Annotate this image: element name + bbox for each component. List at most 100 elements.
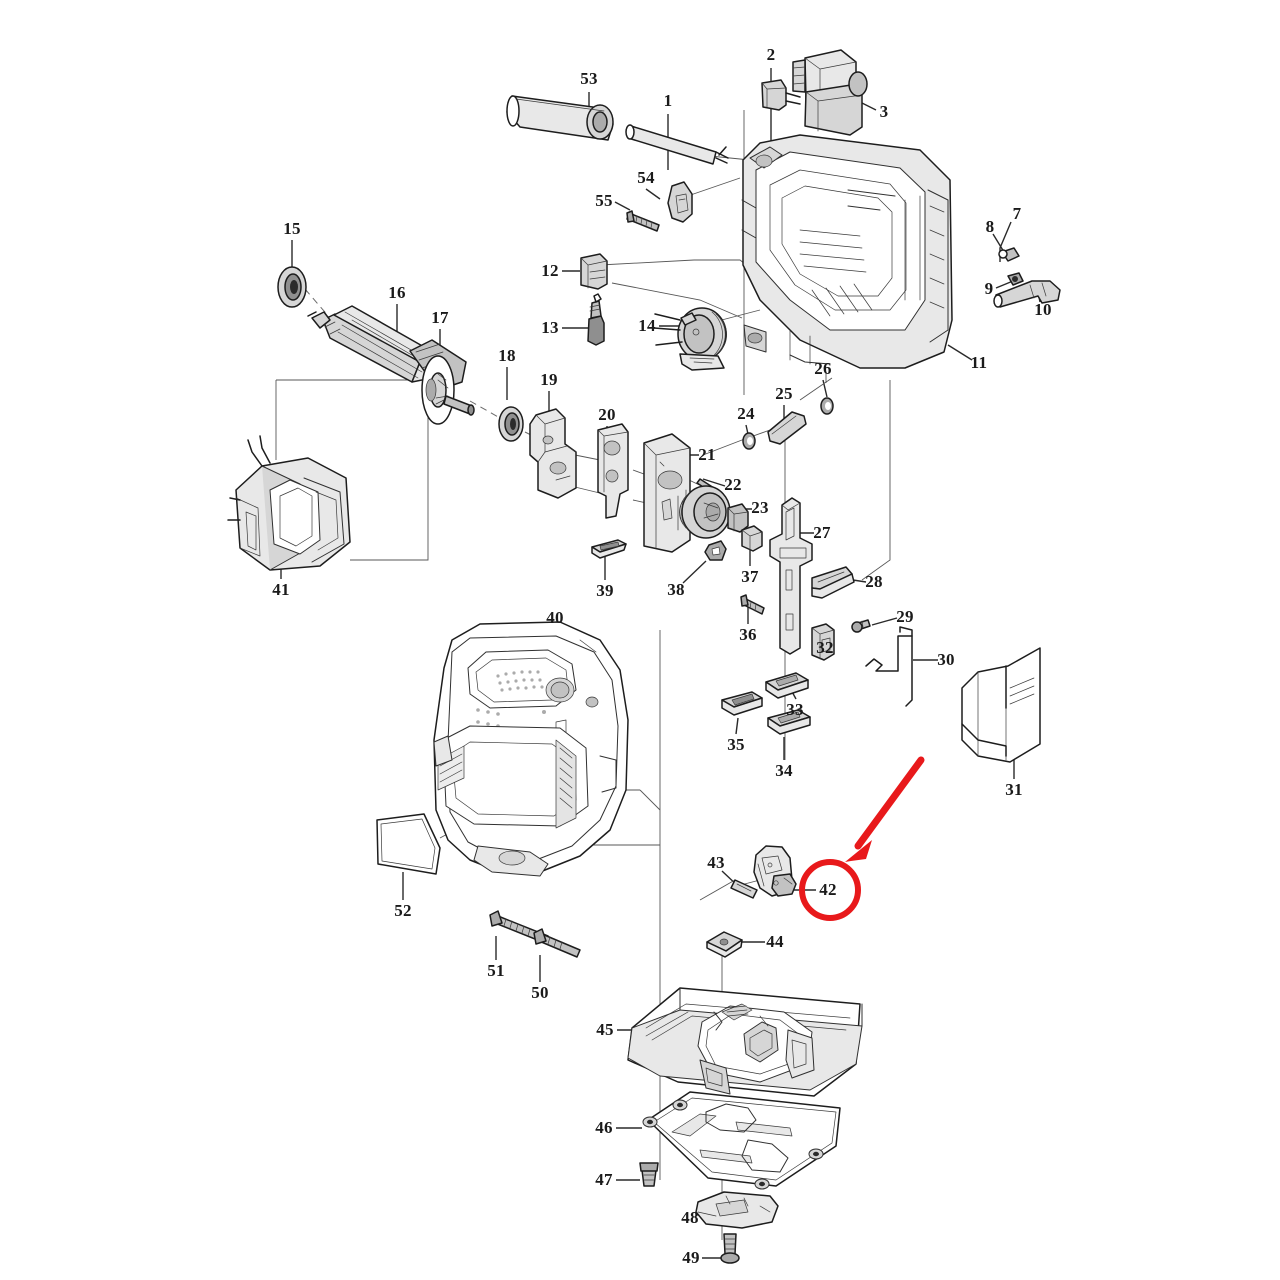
part-number-23: 23 xyxy=(751,498,769,517)
highlight-annotation xyxy=(799,756,925,921)
part-40-handle-housing xyxy=(433,621,629,877)
part-3-switch xyxy=(792,49,868,136)
part-45-base-assembly xyxy=(627,987,863,1097)
part-25-guide-shaft xyxy=(767,411,807,445)
part-number-13: 13 xyxy=(541,318,559,337)
part-number-21: 21 xyxy=(698,445,716,464)
part-55-screw xyxy=(626,210,660,232)
part-41-field-stator xyxy=(227,435,351,571)
part-number-20: 20 xyxy=(598,405,616,424)
part-number-25: 25 xyxy=(775,384,793,403)
part-51-screw xyxy=(489,910,549,944)
part-15-ball-bearing xyxy=(277,266,307,308)
part-2-switch-terminal xyxy=(761,79,801,111)
part-12-brush-holder-cap xyxy=(580,253,608,290)
part-number-52: 52 xyxy=(394,901,412,920)
part-13-carbon-brush xyxy=(587,293,605,346)
part-49-screw xyxy=(720,1233,740,1264)
part-42-blade-holder-assembly xyxy=(753,845,797,897)
part-number-12: 12 xyxy=(541,261,559,280)
part-number-19: 19 xyxy=(540,370,558,389)
part-39-key xyxy=(591,539,627,559)
part-number-50: 50 xyxy=(531,983,549,1002)
part-number-47: 47 xyxy=(595,1170,613,1189)
part-26-o-ring xyxy=(820,397,834,415)
part-number-26: 26 xyxy=(814,359,832,378)
part-23-spiral-bevel-gear xyxy=(679,485,749,539)
part-number-17: 17 xyxy=(431,308,449,327)
part-number-8: 8 xyxy=(985,217,995,236)
part-number-43: 43 xyxy=(707,853,725,872)
part-36-screw xyxy=(740,594,765,615)
part-number-15: 15 xyxy=(283,219,301,238)
part-44-plate xyxy=(706,931,743,958)
part-number-30: 30 xyxy=(937,650,955,669)
part-number-7: 7 xyxy=(1012,204,1022,223)
part-11-motor-housing xyxy=(741,134,953,369)
part-number-49: 49 xyxy=(682,1248,700,1267)
part-number-45: 45 xyxy=(596,1020,614,1039)
part-number-31: 31 xyxy=(1005,780,1023,799)
part-50-screw xyxy=(533,928,581,958)
part-35-plate xyxy=(721,691,763,716)
part-number-3: 3 xyxy=(879,102,889,121)
part-number-28: 28 xyxy=(865,572,883,591)
part-54-cord-clamp xyxy=(667,181,693,223)
part-27-plunger-rod xyxy=(769,497,813,655)
part-number-33: 33 xyxy=(786,700,804,719)
part-34-plate xyxy=(767,709,811,735)
part-number-16: 16 xyxy=(388,283,406,302)
part-number-10: 10 xyxy=(1034,300,1052,319)
part-number-1: 1 xyxy=(663,91,673,110)
part-number-22: 22 xyxy=(724,475,742,494)
part-20-insulation-plate xyxy=(597,423,629,519)
part-number-18: 18 xyxy=(498,346,516,365)
part-53-cord-sleeve xyxy=(506,95,614,141)
part-number-55: 55 xyxy=(595,191,613,210)
part-43-pin xyxy=(730,879,758,899)
part-32-roller-holder-block xyxy=(811,623,835,661)
part-21-gear-housing-plate xyxy=(643,433,691,553)
part-number-9: 9 xyxy=(984,279,994,298)
part-52-name-plate xyxy=(376,813,441,875)
part-number-39: 39 xyxy=(596,581,614,600)
part-number-38: 38 xyxy=(667,580,685,599)
part-number-2: 2 xyxy=(766,45,776,64)
part-number-32: 32 xyxy=(816,638,834,657)
part-number-44: 44 xyxy=(766,932,784,951)
part-number-41: 41 xyxy=(272,580,290,599)
part-number-14: 14 xyxy=(638,316,656,335)
part-30-torsion-spring xyxy=(865,626,913,707)
part-29-screw xyxy=(851,619,871,633)
part-7-8-9-10-roller-assembly xyxy=(993,247,1061,308)
part-number-27: 27 xyxy=(813,523,831,542)
part-48-anti-splintering-device xyxy=(695,1191,779,1229)
part-24-o-ring xyxy=(742,432,756,450)
part-47-screw xyxy=(639,1162,659,1187)
part-14-brush-holder xyxy=(653,307,728,371)
part-number-24: 24 xyxy=(737,404,755,423)
part-33-plate xyxy=(765,672,809,699)
part-number-53: 53 xyxy=(580,69,598,88)
part-number-46: 46 xyxy=(595,1118,613,1137)
part-number-54: 54 xyxy=(637,168,655,187)
part-number-48: 48 xyxy=(681,1208,699,1227)
part-18-ball-bearing xyxy=(498,406,524,442)
part-number-37: 37 xyxy=(741,567,759,586)
part-46-base-plate-cover xyxy=(642,1091,841,1190)
part-28-rod-guide xyxy=(811,566,855,599)
part-37-spacer xyxy=(741,525,763,552)
part-38-clip xyxy=(704,540,727,561)
part-number-36: 36 xyxy=(739,625,757,644)
part-number-35: 35 xyxy=(727,735,745,754)
part-number-51: 51 xyxy=(487,961,505,980)
part-1-power-cord xyxy=(625,124,729,165)
part-number-29: 29 xyxy=(896,607,914,626)
part-19-bearing-retainer xyxy=(529,408,577,499)
part-number-11: 11 xyxy=(970,353,988,372)
part-number-42: 42 xyxy=(819,880,837,899)
part-number-40: 40 xyxy=(546,608,564,627)
part-number-34: 34 xyxy=(775,761,793,780)
